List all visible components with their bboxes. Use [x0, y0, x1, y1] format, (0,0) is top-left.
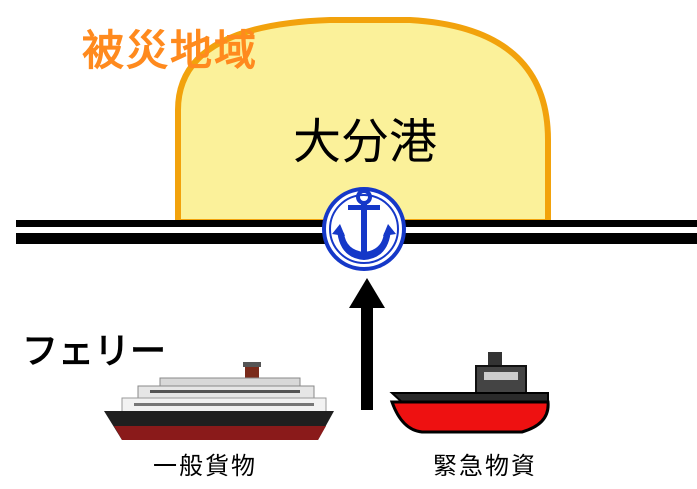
relief-boat-icon — [389, 352, 550, 434]
anchor-icon — [322, 187, 406, 271]
general-cargo-label: 一般貨物 — [153, 452, 257, 480]
up-arrow-icon — [349, 278, 385, 410]
emergency-supplies-label: 緊急物資 — [433, 452, 537, 480]
disaster-area-shape — [175, 17, 551, 225]
ferry-label: フェリー — [22, 331, 167, 372]
ferry-ship-icon — [104, 362, 334, 440]
disaster-area-label: 被災地域 — [82, 26, 259, 75]
port-name-label: 大分港 — [292, 114, 437, 170]
